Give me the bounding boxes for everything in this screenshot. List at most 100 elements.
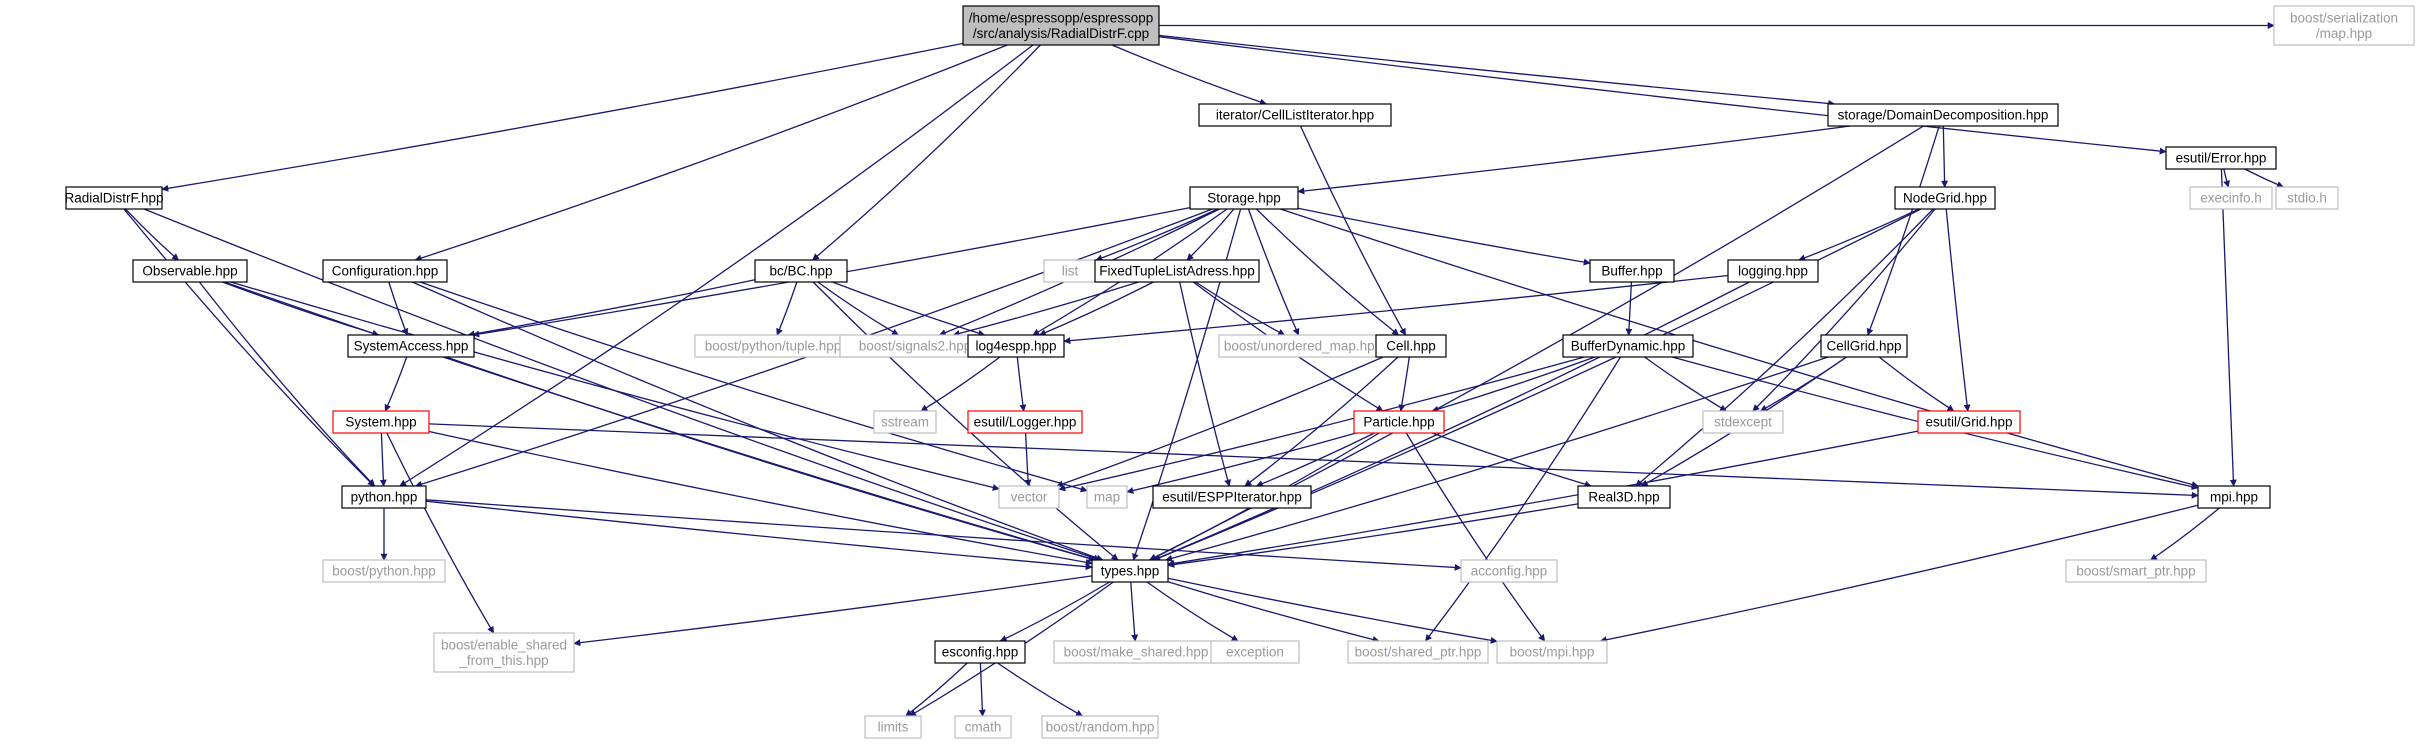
edge-esconfig-to-cmath [978, 662, 986, 717]
edge-storage-to-ftla [1186, 208, 1235, 261]
node-bufdyn[interactable]: BufferDynamic.hpp [1562, 334, 1694, 358]
edge-radial-to-observable [125, 208, 180, 261]
node-limits-label: limits [878, 720, 909, 735]
edge-error-to-stdio [2244, 168, 2284, 188]
edge-esconfig-to-random [997, 662, 1084, 717]
node-domdec-box [1827, 103, 2059, 127]
edge-storage-to-cell [1255, 208, 1400, 336]
node-mpi-label: mpi.hpp [2210, 490, 2258, 505]
node-real3d[interactable]: Real3D.hpp [1577, 485, 1671, 509]
node-cellgrid-label: CellGrid.hpp [1826, 339, 1901, 354]
edge-ftla-to-log4espp [1038, 281, 1154, 336]
node-bc[interactable]: bc/BC.hpp [754, 259, 848, 283]
node-cmath: cmath [954, 715, 1012, 739]
edge-systemaccess-to-types [445, 356, 1096, 562]
node-esgrid-label: esutil/Grid.hpp [1925, 415, 2012, 430]
node-sstream-label: sstream [881, 415, 929, 430]
edge-domdec-to-storage [1297, 125, 1851, 195]
node-execinfo-label: execinfo.h [2200, 191, 2262, 206]
node-bmpi-box [1496, 640, 1608, 664]
node-makeshared: boost/make_shared.hpp [1053, 640, 1219, 664]
node-log4espp[interactable]: log4espp.hpp [967, 334, 1065, 358]
edge-storage-to-list [1095, 208, 1219, 262]
node-particle-label: Particle.hpp [1363, 415, 1434, 430]
node-systemaccess-box [347, 334, 475, 358]
node-buffer[interactable]: Buffer.hpp [1589, 259, 1675, 283]
node-python[interactable]: python.hpp [341, 485, 427, 509]
node-particle-box [1353, 410, 1445, 434]
node-systemaccess[interactable]: SystemAccess.hpp [347, 334, 475, 358]
edge-root-to-celliter [1111, 44, 1267, 106]
node-limits: limits [864, 715, 922, 739]
edge-cellgrid-to-types [1165, 356, 1829, 562]
node-umap-label: boost/unordered_map.hpp [1224, 339, 1382, 354]
edge-types-to-enableshared [573, 575, 1093, 647]
node-domdec[interactable]: storage/DomainDecomposition.hpp [1827, 103, 2059, 127]
node-error[interactable]: esutil/Error.hpp [2165, 146, 2277, 170]
node-observable-label: Observable.hpp [142, 264, 237, 279]
node-acconfig: acconfig.hpp [1460, 559, 1558, 583]
edge-cell-to-esppit [1244, 356, 1399, 487]
edge-particle-to-map [1126, 432, 1357, 494]
edge-root-to-domdec [1158, 34, 1836, 107]
node-bpython-label: boost/python.hpp [332, 564, 436, 579]
node-storage-label: Storage.hpp [1207, 191, 1281, 206]
edge-types-to-bmpi [1167, 577, 1498, 644]
node-enableshared-label: _from_this.hpp [458, 653, 548, 668]
node-limits-box [864, 715, 922, 739]
node-error-box [2165, 146, 2277, 170]
edge-types-to-exception [1146, 581, 1239, 642]
node-exception-box [1210, 640, 1300, 664]
node-radial[interactable]: RadialDistrF.hpp [64, 186, 164, 210]
edge-esconfig-to-limits [905, 662, 968, 717]
edge-domdec-to-nodegrid [1941, 125, 1949, 188]
node-config[interactable]: Configuration.hpp [322, 259, 448, 283]
node-cmath-label: cmath [965, 720, 1002, 735]
node-error-label: esutil/Error.hpp [2176, 151, 2267, 166]
node-esppit[interactable]: esutil/ESPPIterator.hpp [1152, 485, 1312, 509]
node-smartptr-label: boost/smart_ptr.hpp [2076, 564, 2195, 579]
node-celliter[interactable]: iterator/CellListIterator.hpp [1198, 103, 1392, 127]
node-logging[interactable]: logging.hpp [1727, 259, 1819, 283]
node-esconfig[interactable]: esconfig.hpp [934, 640, 1026, 664]
node-esgrid-box [1917, 410, 2021, 434]
node-enableshared-label: boost/enable_shared [441, 637, 567, 652]
node-particle[interactable]: Particle.hpp [1353, 410, 1445, 434]
edge-python-to-types [425, 500, 1093, 571]
node-random-label: boost/random.hpp [1046, 720, 1155, 735]
edge-logging-to-log4espp [1063, 274, 1729, 345]
node-types-label: types.hpp [1101, 564, 1160, 579]
edge-nodegrid-to-stdexcept [1752, 208, 1936, 412]
node-serialmap-label: /map.hpp [2316, 26, 2372, 41]
node-sharedptr-label: boost/shared_ptr.hpp [1355, 645, 1482, 660]
edge-systemaccess-to-system [384, 356, 408, 412]
node-buffer-label: Buffer.hpp [1601, 264, 1662, 279]
node-root[interactable]: /home/espressopp/espressopp/src/analysis… [962, 5, 1160, 46]
node-cellgrid[interactable]: CellGrid.hpp [1820, 334, 1908, 358]
node-esgrid[interactable]: esutil/Grid.hpp [1917, 410, 2021, 434]
edge-particle-to-bmpi [1405, 432, 1546, 642]
node-ftla[interactable]: FixedTupleListAdress.hpp [1094, 259, 1260, 283]
edge-cell-to-particle [1398, 356, 1410, 412]
node-types[interactable]: types.hpp [1091, 559, 1169, 583]
node-logger[interactable]: esutil/Logger.hpp [967, 410, 1083, 434]
edge-particle-to-esppit [1255, 432, 1375, 487]
node-nodegrid-label: NodeGrid.hpp [1903, 191, 1987, 206]
edge-radial-to-python [123, 208, 375, 487]
node-nodegrid-box [1894, 186, 1996, 210]
node-storage[interactable]: Storage.hpp [1189, 186, 1299, 210]
edge-bufdyn-to-sharedptr [1424, 356, 1622, 642]
node-observable-box [132, 259, 248, 283]
node-serialmap-label: boost/serialization [2290, 10, 2398, 25]
edge-root-to-python [399, 44, 1034, 487]
node-mpi[interactable]: mpi.hpp [2197, 485, 2271, 509]
node-system[interactable]: System.hpp [332, 410, 430, 434]
node-signals2-label: boost/signals2.hpp [859, 339, 972, 354]
node-nodegrid[interactable]: NodeGrid.hpp [1894, 186, 1996, 210]
node-cell[interactable]: Cell.hpp [1375, 334, 1447, 358]
edge-buffer-to-bufdyn [1625, 281, 1633, 336]
node-config-label: Configuration.hpp [332, 264, 439, 279]
node-bptuple: boost/python/tuple.hpp [694, 334, 852, 358]
node-observable[interactable]: Observable.hpp [132, 259, 248, 283]
node-esconfig-label: esconfig.hpp [942, 645, 1019, 660]
